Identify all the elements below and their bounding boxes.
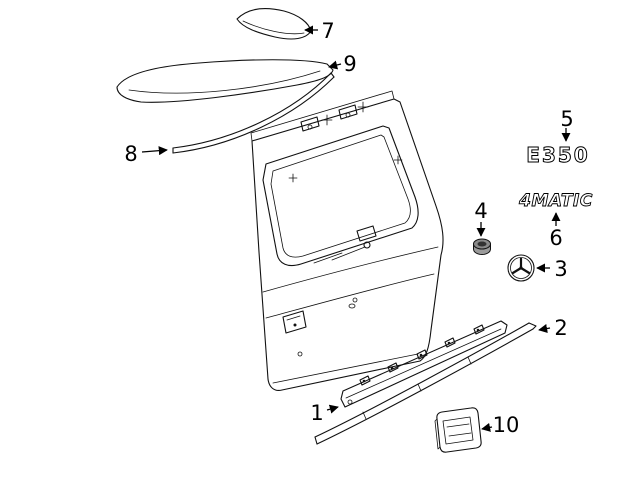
- callout-label-8[interactable]: 8: [124, 142, 137, 166]
- callout-label-3[interactable]: 3: [554, 257, 567, 281]
- callout-label-6[interactable]: 6: [549, 226, 562, 250]
- callout-label-1[interactable]: 1: [310, 401, 323, 425]
- callout-label-7[interactable]: 7: [321, 19, 334, 43]
- model-badge-text: E350: [526, 143, 589, 167]
- callout-label-2[interactable]: 2: [554, 316, 567, 340]
- liftgate-body-shape: [250, 90, 444, 391]
- spoiler-part-shape: [236, 8, 312, 40]
- leader-lines: [141, 25, 571, 432]
- lower-trim-molding-shape: [340, 320, 508, 408]
- spoiler-base-panel-shape: [116, 59, 334, 103]
- grommet-icon: [473, 238, 491, 256]
- star-emblem-icon: [507, 254, 535, 282]
- chrome-strip-shape: [314, 322, 537, 445]
- seal-strip-shape: [172, 72, 335, 154]
- callout-label-9[interactable]: 9: [343, 52, 356, 76]
- drivetrain-badge-text: 4MATIC: [518, 191, 593, 211]
- callout-label-5[interactable]: 5: [560, 107, 573, 131]
- callout-label-10[interactable]: 10: [493, 413, 520, 437]
- bracket-plate-shape: [434, 407, 482, 453]
- callout-label-4[interactable]: 4: [474, 199, 487, 223]
